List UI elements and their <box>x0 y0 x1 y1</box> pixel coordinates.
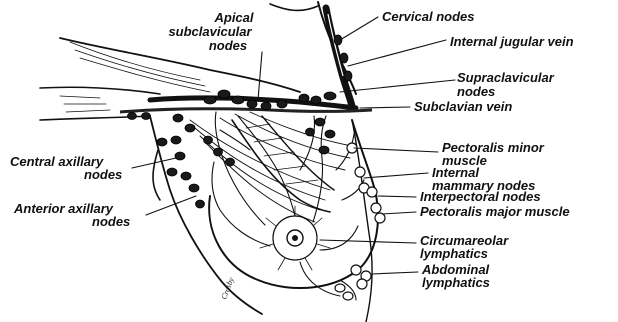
axillary-node-chain <box>128 113 235 209</box>
jugular-highlight <box>328 14 343 76</box>
label-internal-jugular-vein: Internal jugular vein <box>450 34 574 49</box>
leader-anterior-axillary <box>146 196 196 215</box>
label-apical-line1: Apical <box>213 10 253 25</box>
pectoralis-major-fibres <box>190 112 352 222</box>
label-supraclavicular-line2: nodes <box>457 84 495 99</box>
label-cervical-nodes: Cervical nodes <box>382 9 475 24</box>
leader-circumareolar <box>320 240 416 243</box>
leader-subclavian <box>360 107 410 108</box>
label-apical-line2: subclavicular <box>168 24 252 39</box>
arm-hatching <box>60 42 210 112</box>
label-interpectoral-nodes: Interpectoral nodes <box>420 189 541 204</box>
label-circumareolar-line2: lymphatics <box>420 246 488 261</box>
label-pect-major-muscle: Pectoralis major muscle <box>420 204 570 219</box>
leader-pect-minor <box>354 148 438 152</box>
leader-pect-major <box>382 212 416 214</box>
leader-internal-mammary <box>364 173 428 178</box>
label-supraclavicular-line1: Supraclavicular <box>457 70 555 85</box>
artist-signature: Crosby <box>219 276 235 301</box>
label-subclavian-vein: Subclavian vein <box>414 99 512 114</box>
leader-abdominal <box>372 272 418 274</box>
leader-supraclavicular <box>340 80 455 92</box>
abdominal-node-chain <box>335 265 371 300</box>
label-apical-line3: nodes <box>209 38 247 53</box>
lymphatic-vessels <box>212 112 364 300</box>
lateral-chest-outline <box>153 150 160 200</box>
leader-apical <box>258 52 262 100</box>
label-anterior-axillary-line2: nodes <box>92 214 130 229</box>
subclavian-vein <box>120 109 372 112</box>
shoulder-outline <box>60 38 300 92</box>
jaw-outline <box>270 4 318 10</box>
leader-internal-jugular <box>348 40 446 66</box>
leader-interpectoral <box>378 196 416 197</box>
label-abdominal-line2: lymphatics <box>422 275 490 290</box>
arm-upper-edge <box>40 87 160 94</box>
leader-cervical <box>340 17 378 40</box>
label-central-axillary-line2: nodes <box>84 167 122 182</box>
